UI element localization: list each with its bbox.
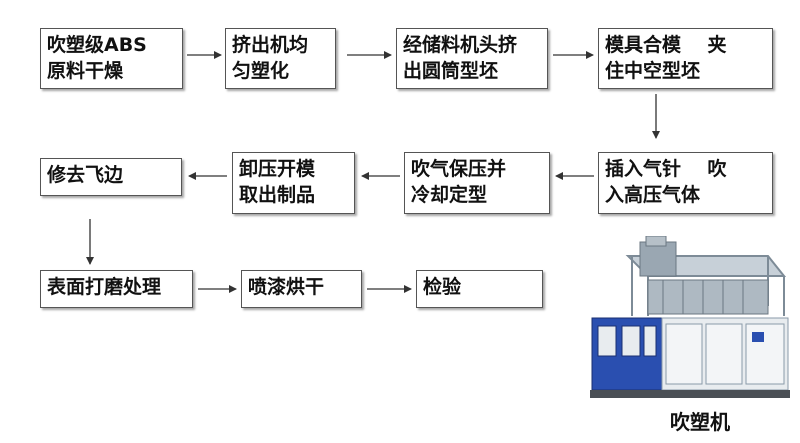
step-painting-drying: 喷漆烘干 (241, 270, 362, 308)
step-line: 吹气保压并 (411, 158, 507, 180)
step-line: 原料干燥 (47, 60, 124, 82)
step-inspection: 检验 (416, 270, 543, 308)
step-line: 挤出机均 (232, 34, 309, 56)
step-line: 吹塑级ABS (47, 34, 147, 56)
blow-molding-machine-image (590, 236, 790, 398)
step-line: 模具合模 夹 (605, 34, 727, 56)
step-line: 修去飞边 (47, 164, 124, 186)
step-line: 经储料机头挤 (403, 34, 518, 56)
step-trim-flash: 修去飞边 (40, 158, 182, 196)
step-line: 匀塑化 (232, 60, 290, 82)
step-parison-extrusion: 经储料机头挤 出圆筒型坯 (396, 28, 548, 89)
step-mold-closing: 模具合模 夹 住中空型坯 (598, 28, 773, 89)
step-line: 住中空型坯 (605, 60, 701, 82)
step-line: 出圆筒型坯 (403, 60, 499, 82)
step-line: 取出制品 (239, 184, 316, 206)
step-line: 表面打磨处理 (47, 276, 162, 298)
step-line: 插入气针 吹 (605, 158, 727, 180)
step-line: 卸压开模 (239, 158, 316, 180)
step-line: 入高压气体 (605, 184, 701, 206)
machine-caption: 吹塑机 (670, 410, 730, 434)
step-surface-polishing: 表面打磨处理 (40, 270, 193, 308)
step-abs-drying: 吹塑级ABS 原料干燥 (40, 28, 183, 89)
step-line: 冷却定型 (411, 184, 488, 206)
step-demolding: 卸压开模 取出制品 (232, 152, 355, 214)
step-needle-blowing: 插入气针 吹 入高压气体 (598, 152, 773, 214)
step-line: 检验 (423, 276, 462, 298)
step-cooling-setting: 吹气保压并 冷却定型 (404, 152, 550, 214)
step-extruder-plasticizing: 挤出机均 匀塑化 (225, 28, 336, 89)
step-line: 喷漆烘干 (248, 276, 325, 298)
